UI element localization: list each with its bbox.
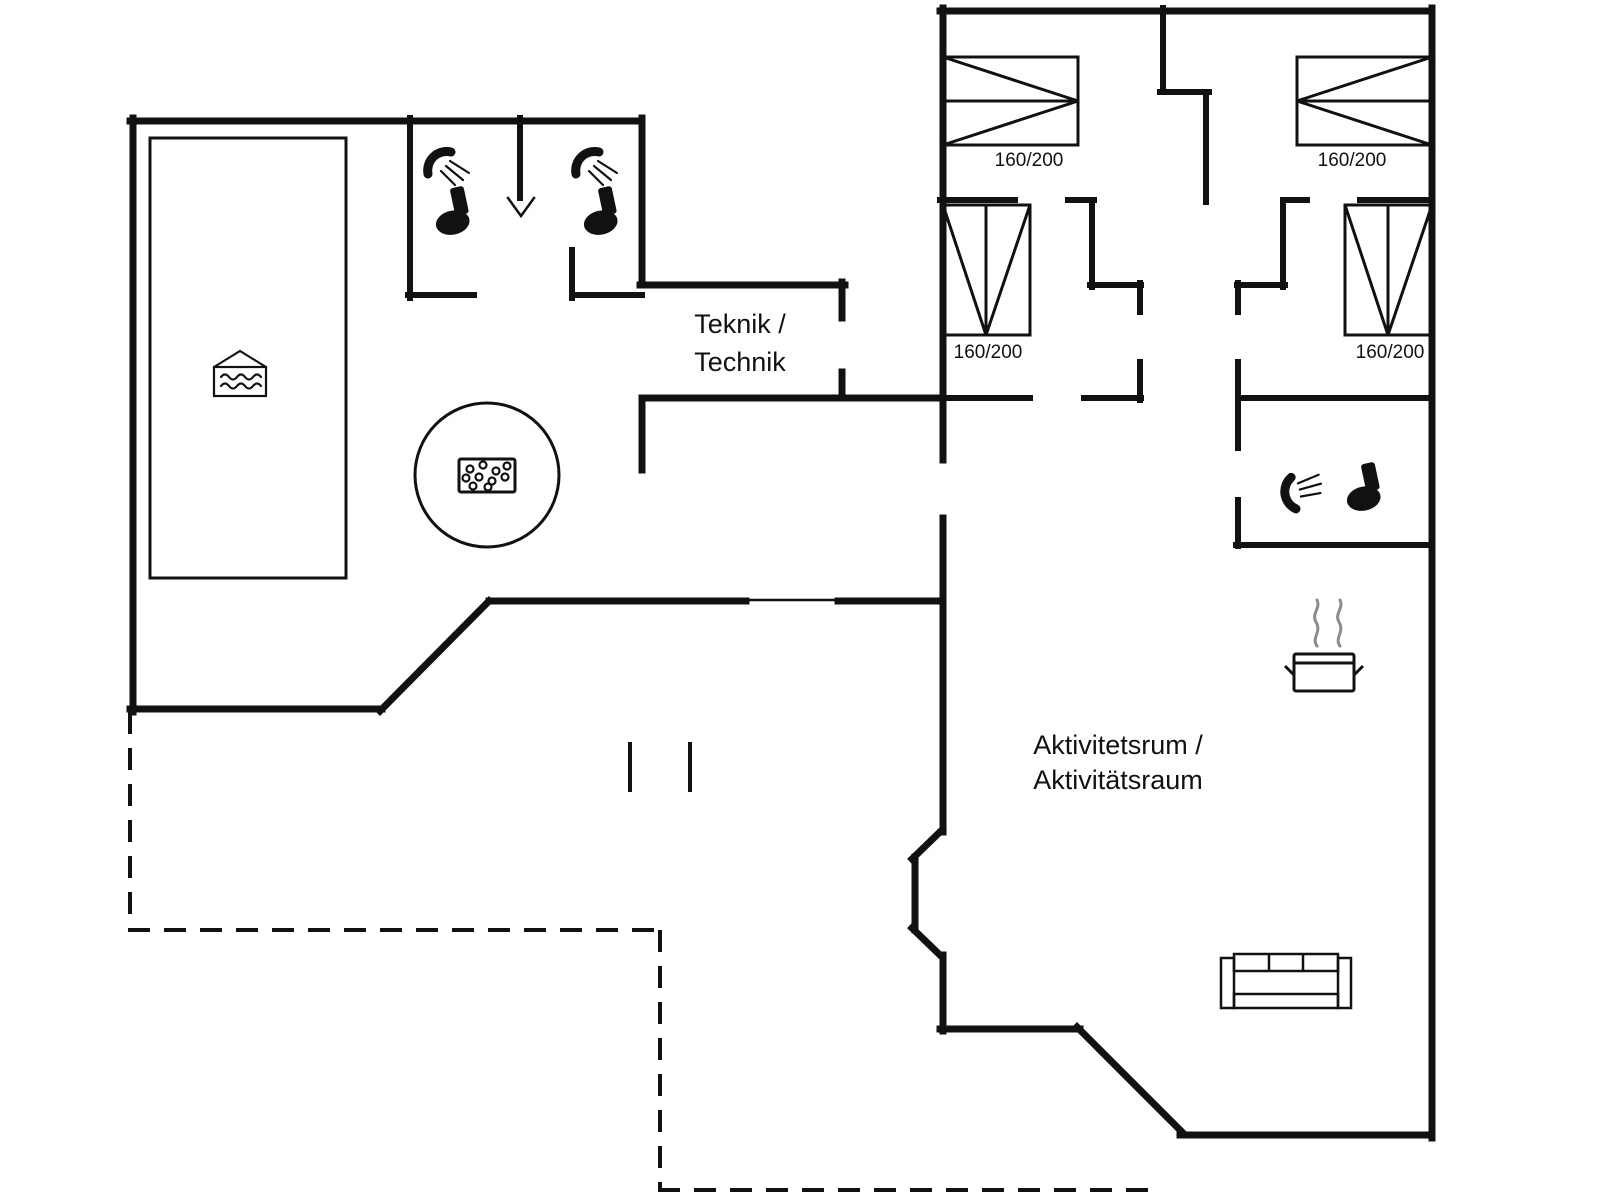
bed-double-mid-right [1343,203,1434,337]
pool-building-outer-walls [126,114,646,716]
bed-double-mid-left [941,203,1032,337]
pool-water-icon [212,349,268,398]
technik-label-line2: Technik [694,347,786,377]
sofa-icon [1219,952,1353,1010]
whirlpool-tub-icon [457,457,517,494]
activity-label-line2: Aktivitätsraum [1033,765,1203,795]
bed-double-top-left [941,55,1080,147]
pool-building-interior-walls [405,115,645,301]
bed-double-top-right [1295,55,1434,147]
bed-size-label: 160/200 [1318,150,1387,171]
bed-size-label: 160/200 [995,150,1064,171]
terrace-step-posts [628,742,692,792]
technik-walls [636,278,944,402]
main-building-interior-walls [937,5,1435,549]
technik-label-line1: Teknik / [694,309,786,339]
bed-size-label: 160/200 [1356,342,1425,363]
bed-size-label: 160/200 [954,342,1023,363]
swimming-pool [148,136,348,580]
cooking-pot-icon [1283,598,1365,693]
activity-label-line1: Aktivitetsrum / [1033,730,1203,760]
whirlpool [413,401,561,549]
door-hook [506,196,536,219]
terrace-outline [128,712,1150,1192]
